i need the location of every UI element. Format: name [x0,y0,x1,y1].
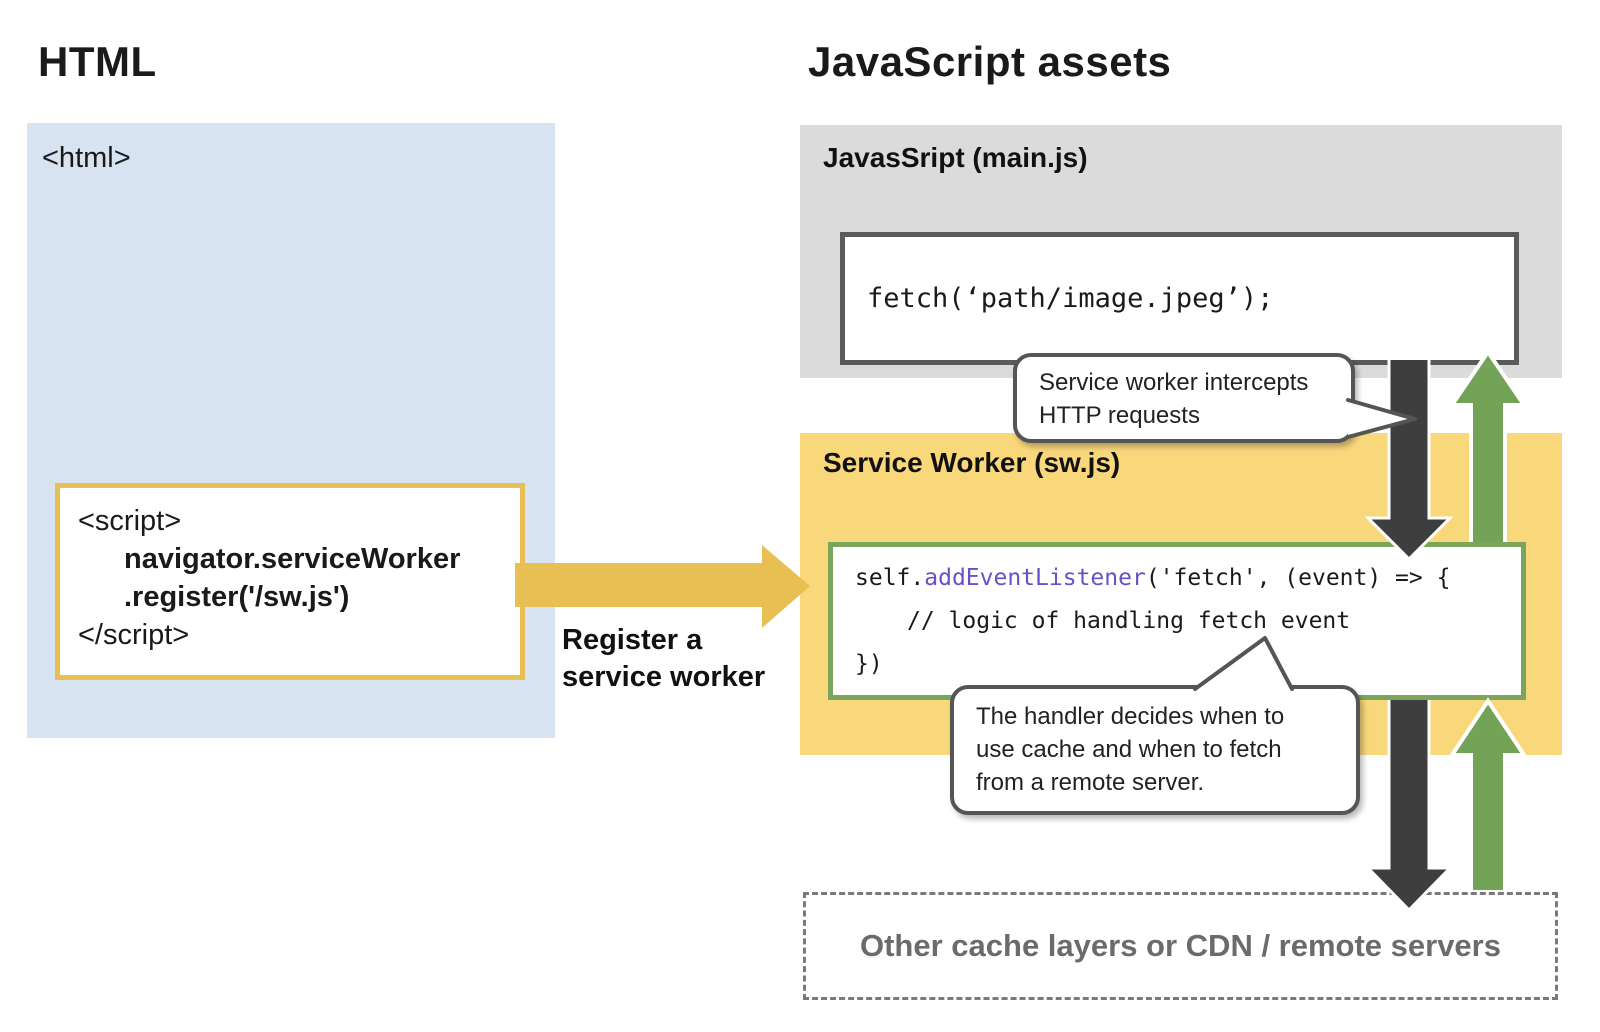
script-open-tag: <script> [78,505,182,537]
fetch-codebox: fetch(‘path/image.jpeg’); [840,232,1519,365]
handler-bubble-line3: from a remote server. [976,769,1205,796]
sw-code-line3: }) [855,651,883,677]
html-section-heading: HTML [38,38,157,85]
intercept-speech-bubble: Service worker intercepts HTTP requests [1013,353,1355,443]
register-script-codebox: <script> navigator.serviceWorker .regist… [55,483,525,680]
javascript-assets-heading: JavaScript assets [808,38,1172,85]
script-code-line1: navigator.serviceWorker [124,543,461,575]
sw-code-self: self. [855,565,925,591]
register-arrow [515,545,810,628]
handler-speech-bubble: The handler decides when to use cache an… [950,685,1360,815]
register-label-line2: service worker [562,661,766,693]
script-close-tag: </script> [78,619,190,651]
fetch-code: fetch(‘path/image.jpeg’); [867,283,1274,314]
handler-bubble-line1: The handler decides when to [976,703,1285,730]
sw-code-line2: // logic of handling fetch event [907,608,1351,634]
handler-bubble-line2: use cache and when to fetch [976,736,1282,763]
sw-code-line1: self.addEventListener('fetch', (event) =… [855,557,1521,600]
html-tag-label: <html> [42,142,131,174]
intercept-bubble-line1: Service worker intercepts [1039,369,1309,396]
register-arrow-label: Register a service worker [562,622,765,696]
sw-code-args: ('fetch', (event) => { [1145,565,1451,591]
intercept-bubble-line2: HTTP requests [1039,402,1200,429]
cache-cdn-label: Other cache layers or CDN / remote serve… [860,928,1501,963]
cache-cdn-box: Other cache layers or CDN / remote serve… [803,892,1558,1000]
sw-codebox: self.addEventListener('fetch', (event) =… [828,542,1526,700]
register-label-line1: Register a [562,624,703,656]
sw-code-method: addEventListener [924,565,1146,591]
script-code-line2: .register('/sw.js') [124,581,350,613]
main-js-panel-title: JavasSript (main.js) [823,142,1088,173]
service-worker-panel-title: Service Worker (sw.js) [823,447,1121,478]
